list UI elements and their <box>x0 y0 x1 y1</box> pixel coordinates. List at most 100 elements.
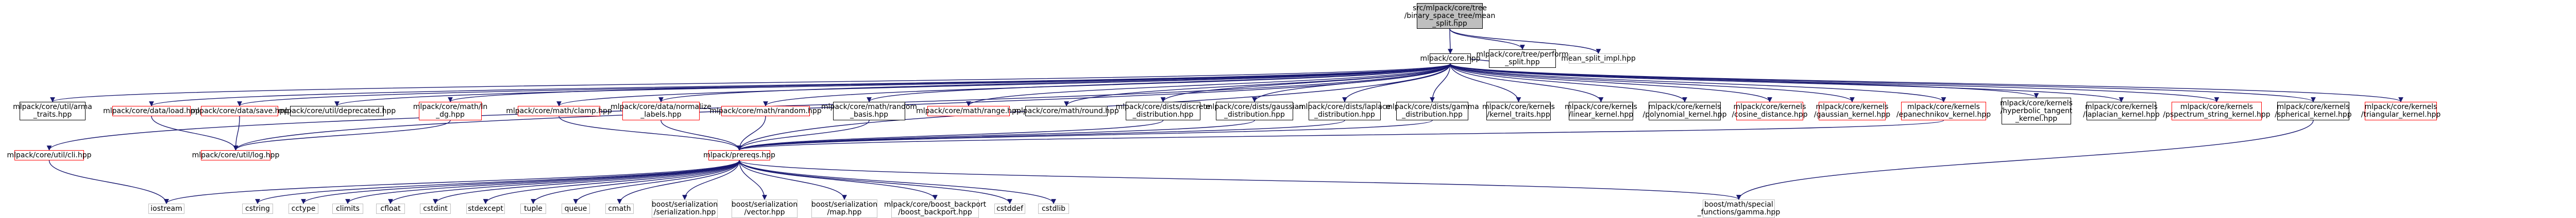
graph-node-log[interactable]: mlpack/core/util/log.hpp <box>192 150 279 160</box>
graph-node-cstring: cstring <box>242 204 273 214</box>
graph-node-load[interactable]: mlpack/core/data/load.hpp <box>103 106 200 116</box>
edge-prereq-to-bvec <box>739 160 767 200</box>
graph-node-climits: climits <box>332 204 363 214</box>
edge-core-to-kpss <box>1450 63 2219 102</box>
graph-node-bgamma: boost/math/special _functions/gamma.hpp <box>1698 199 1780 218</box>
graph-node-bmap: boost/serialization /map.hpp <box>811 199 877 218</box>
edge-prereq-to-climits <box>345 160 740 204</box>
edge-lndg-to-log <box>233 120 451 151</box>
edge-prereq-to-cctype <box>301 160 740 204</box>
graph-node-kpss[interactable]: mlpack/core/kernels /pspectrum_string_ke… <box>2163 102 2270 120</box>
edge-core-to-clamp <box>556 63 1451 106</box>
graph-node-kepa[interactable]: mlpack/core/kernels /epanechnikov_kernel… <box>1896 102 1991 120</box>
graph-node-rbasis[interactable]: mlpack/core/math/random _basis.hpp <box>821 102 917 120</box>
edge-root-to-perf <box>1449 28 1525 50</box>
edge-root-to-mimpl <box>1449 28 1601 54</box>
graph-node-cmath: cmath <box>605 204 634 214</box>
graph-node-cli[interactable]: mlpack/core/util/cli.hpp <box>7 150 92 160</box>
graph-node-cstddef: cstddef <box>994 204 1025 214</box>
graph-node-cctype: cctype <box>289 204 318 214</box>
graph-node-bvec: boost/serialization /vector.hpp <box>732 199 798 218</box>
graph-node-cstdlib: cstdlib <box>1038 204 1069 214</box>
edge-ksph-to-bgamma <box>1736 120 2314 200</box>
graph-node-save[interactable]: mlpack/core/data/save.hpp <box>191 106 289 116</box>
edge-core-to-arma <box>50 63 1451 102</box>
edge-core-to-ktr <box>1450 63 1521 102</box>
graph-node-round[interactable]: mlpack/core/math/round.hpp <box>1014 106 1119 116</box>
edge-core-to-gmdist <box>1430 63 1451 102</box>
edge-prereq-to-stdexcept <box>483 160 740 204</box>
graph-node-root: src/mlpack/core/tree /binary_space_tree/… <box>1404 3 1495 29</box>
edge-core-to-depr <box>334 63 1451 106</box>
edge-clamp-to-prereq <box>558 116 742 151</box>
edge-prereq-to-tuple <box>531 160 740 204</box>
edge-core-to-klap <box>1450 63 2124 102</box>
edge-prereq-to-cstdlib <box>739 160 1056 204</box>
edge-ddist-to-prereq <box>737 120 1164 151</box>
graph-node-norm[interactable]: mlpack/core/data/normalize _labels.hpp <box>611 102 711 120</box>
graph-node-klin[interactable]: mlpack/core/kernels /linear_kernel.hpp <box>1565 102 1637 120</box>
graph-node-rand[interactable]: mlpack/core/math/random.hpp <box>709 106 822 116</box>
edge-rbasis-to-prereq <box>737 120 870 151</box>
edge-prereq-to-cstring <box>255 160 740 204</box>
edge-rand-to-prereq <box>737 116 766 151</box>
graph-node-clamp[interactable]: mlpack/core/math/clamp.hpp <box>506 106 612 116</box>
graph-node-ksph[interactable]: mlpack/core/kernels /spherical_kernel.hp… <box>2275 102 2352 120</box>
graph-node-core[interactable]: mlpack/core.hpp <box>1420 53 1480 64</box>
graph-node-iostream: iostream <box>148 204 184 214</box>
graph-node-cfloat: cfloat <box>376 204 405 214</box>
edge-core-to-rbasis <box>867 63 1451 102</box>
graph-node-kgau[interactable]: mlpack/core/kernels /gaussian_kernel.hpp <box>1814 102 1890 120</box>
graph-node-ktr[interactable]: mlpack/core/kernels /kernel_traits.hpp <box>1482 102 1555 120</box>
edge-prereq-to-queue <box>573 160 740 204</box>
graph-node-kcos[interactable]: mlpack/core/kernels /cosine_distance.hpp <box>1732 102 1808 120</box>
edge-gmdist-to-prereq <box>737 120 1433 151</box>
edge-core-to-ddist <box>1160 63 1451 102</box>
edge-gdist-to-prereq <box>737 120 1255 151</box>
graph-node-depr[interactable]: mlpack/core/util/deprecated.hpp <box>278 106 396 116</box>
edge-prereq-to-bbp <box>739 160 938 200</box>
edge-kepa-to-prereq <box>737 120 1944 151</box>
graph-node-lndg[interactable]: mlpack/core/math/ln _dg.hpp <box>413 102 487 120</box>
graph-node-mimpl: mean_split_impl.hpp <box>1561 53 1636 64</box>
edge-core-to-norm <box>658 63 1451 102</box>
graph-node-perf[interactable]: mlpack/core/tree/perform _split.hpp <box>1476 49 1569 68</box>
graph-node-khyp[interactable]: mlpack/core/kernels /hyperbolic_tangent … <box>2000 98 2073 124</box>
graph-node-kpoly[interactable]: mlpack/core/kernels /polynomial_kernel.h… <box>1643 102 1727 120</box>
edge-prereq-to-bmap <box>739 160 847 200</box>
edge-core-to-ksph <box>1450 63 2316 102</box>
graph-node-stdexcept: stdexcept <box>466 204 505 214</box>
edge-ldist-to-prereq <box>737 120 1345 151</box>
graph-node-ktri[interactable]: mlpack/core/kernels /triangular_kernel.h… <box>2361 102 2441 120</box>
graph-node-arma[interactable]: mlpack/core/util/arma _traits.hpp <box>13 102 92 120</box>
graph-node-ddist[interactable]: mlpack/core/dists/discrete _distribution… <box>1115 102 1211 120</box>
graph-node-queue: queue <box>562 204 590 214</box>
edge-core-to-kgau <box>1450 63 1855 102</box>
graph-node-prereq[interactable]: mlpack/prereqs.hpp <box>703 150 775 160</box>
graph-node-bser: boost/serialization /serialization.hpp <box>652 199 718 218</box>
edge-core-to-kepa <box>1450 63 1946 102</box>
graph-node-klap[interactable]: mlpack/core/kernels /laplacian_kernel.hp… <box>2083 102 2160 120</box>
edge-core-to-ktri <box>1450 63 2403 102</box>
edge-core-to-lndg <box>448 63 1451 102</box>
edge-prereq-to-iostream <box>164 160 740 204</box>
graph-node-tuple: tuple <box>520 204 546 214</box>
edge-cli-to-iostream <box>48 160 169 204</box>
edge-load-to-log <box>151 116 239 151</box>
edge-core-to-kpoly <box>1450 63 1687 102</box>
edge-prereq-to-cstddef <box>739 160 1012 204</box>
edge-prereq-to-cmath <box>617 160 740 204</box>
edge-core-to-range <box>966 63 1451 106</box>
graph-node-gdist[interactable]: mlpack/core/dists/gaussian _distribution… <box>1206 102 1303 120</box>
graph-node-ldist[interactable]: mlpack/core/dists/laplace _distribution.… <box>1299 102 1391 120</box>
graph-node-bbp: mlpack/core/boost_backport /boost_backpo… <box>884 199 986 218</box>
graph-node-gmdist[interactable]: mlpack/core/dists/gamma _distribution.hp… <box>1385 102 1479 120</box>
edge-core-to-ldist <box>1342 63 1451 102</box>
edge-core-to-kcos <box>1450 63 1772 102</box>
edge-save-to-log <box>233 116 240 151</box>
edge-prereq-to-cstdint <box>433 160 740 204</box>
edge-norm-to-prereq <box>660 120 742 151</box>
edge-prereq-to-bgamma <box>739 160 1741 200</box>
graph-node-range[interactable]: mlpack/core/math/range.hpp <box>916 106 1021 116</box>
